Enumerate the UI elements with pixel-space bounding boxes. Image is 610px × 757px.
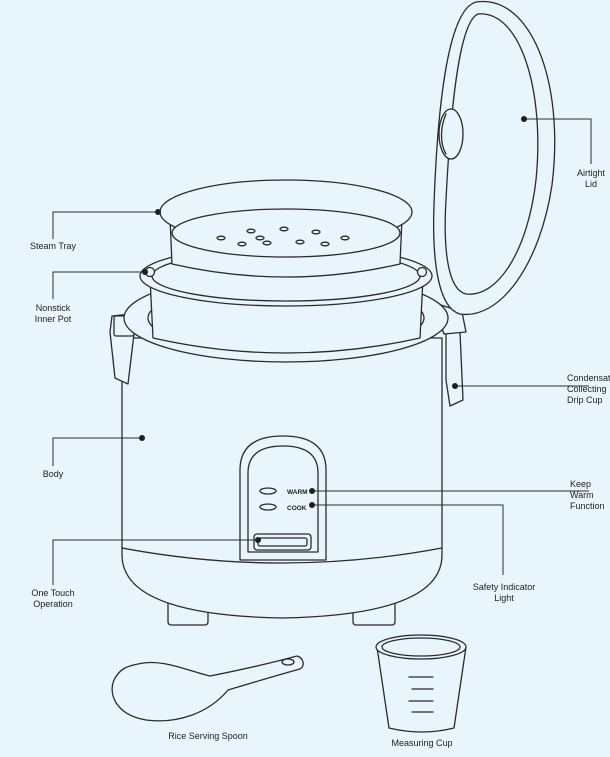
leader-lines <box>52 118 592 585</box>
spoon-hanging-hole <box>281 658 295 666</box>
one-touch-switch-inner <box>257 537 308 547</box>
control-panel-inner <box>247 445 319 553</box>
lid-inner-rim <box>444 13 539 295</box>
warm-indicator-light <box>259 487 277 495</box>
label-measuring-cup: Measuring Cup <box>391 738 453 748</box>
side-handle-right <box>445 331 464 407</box>
airtight-lid <box>433 0 556 316</box>
label-steam-tray: Steam Tray <box>29 241 76 251</box>
rice-serving-spoon <box>111 655 304 722</box>
cook-label: COOK <box>287 505 307 512</box>
cooker-base-band <box>121 547 443 564</box>
measuring-cup-opening <box>381 637 461 657</box>
inner-pot-handle-right <box>416 266 428 278</box>
leader-dots <box>139 116 527 543</box>
warm-label: WARM <box>287 489 308 496</box>
lid-steam-vent <box>438 108 464 160</box>
label-safety-indicator-light: Safety Indicator Light <box>472 582 536 603</box>
measuring-cup-marks <box>408 676 434 713</box>
steam-tray-floor <box>171 208 401 258</box>
lid-steam-vent-inner <box>440 113 447 155</box>
label-body: Body <box>42 469 64 479</box>
steam-tray-holes <box>216 226 350 247</box>
label-condensation-drip-cup: Condensation Collecting Drip Cup <box>567 373 610 405</box>
label-one-touch-operation: One Touch Operation <box>31 588 75 609</box>
label-keep-warm-function: Keep Warm Function <box>570 479 605 511</box>
label-airtight-lid: Airtight Lid <box>576 168 605 189</box>
cook-indicator-light <box>259 503 277 511</box>
label-nonstick-inner-pot: Nonstick Inner Pot <box>34 303 72 324</box>
label-rice-serving-spoon: Rice Serving Spoon <box>168 731 248 741</box>
